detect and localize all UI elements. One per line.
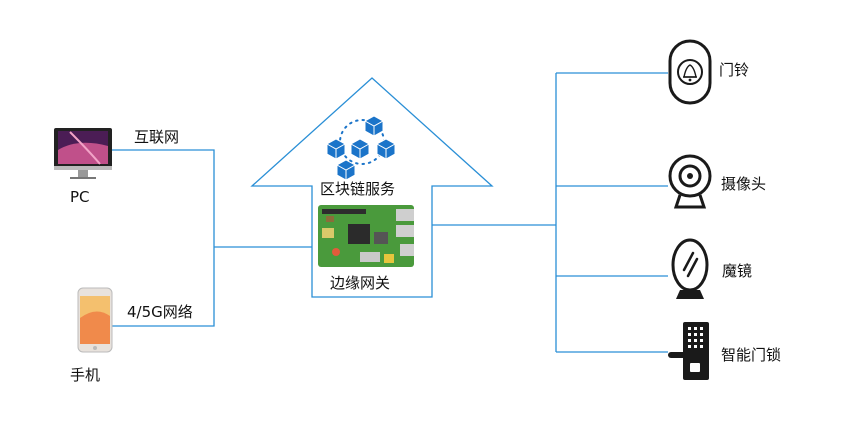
right-connectors [432, 72, 668, 353]
device-label-smart-lock: 智能门锁 [721, 346, 782, 364]
pc-label: PC [70, 188, 90, 206]
magic-mirror-icon [671, 238, 709, 299]
phone-link-label: 4/5G网络 [127, 303, 193, 321]
device-label-camera: 摄像头 [721, 175, 767, 193]
desktop-monitor-icon [54, 128, 112, 179]
blockchain-service-label: 区块链服务 [320, 180, 396, 198]
camera-icon [668, 154, 712, 209]
raspberry-pi-board-icon [318, 205, 414, 267]
doorbell-icon [668, 39, 712, 105]
left-connectors [112, 149, 312, 327]
device-label-mirror: 魔镜 [722, 262, 753, 280]
pc-link-label: 互联网 [134, 128, 180, 146]
edge-gateway-label: 边缘网关 [330, 274, 391, 292]
smart-lock-icon [668, 322, 709, 380]
phone-label: 手机 [70, 366, 101, 384]
smartphone-icon [77, 287, 113, 353]
blockchain-cubes-icon [326, 115, 396, 181]
device-label-doorbell: 门铃 [719, 61, 750, 79]
gateway-house-outline [250, 77, 494, 298]
